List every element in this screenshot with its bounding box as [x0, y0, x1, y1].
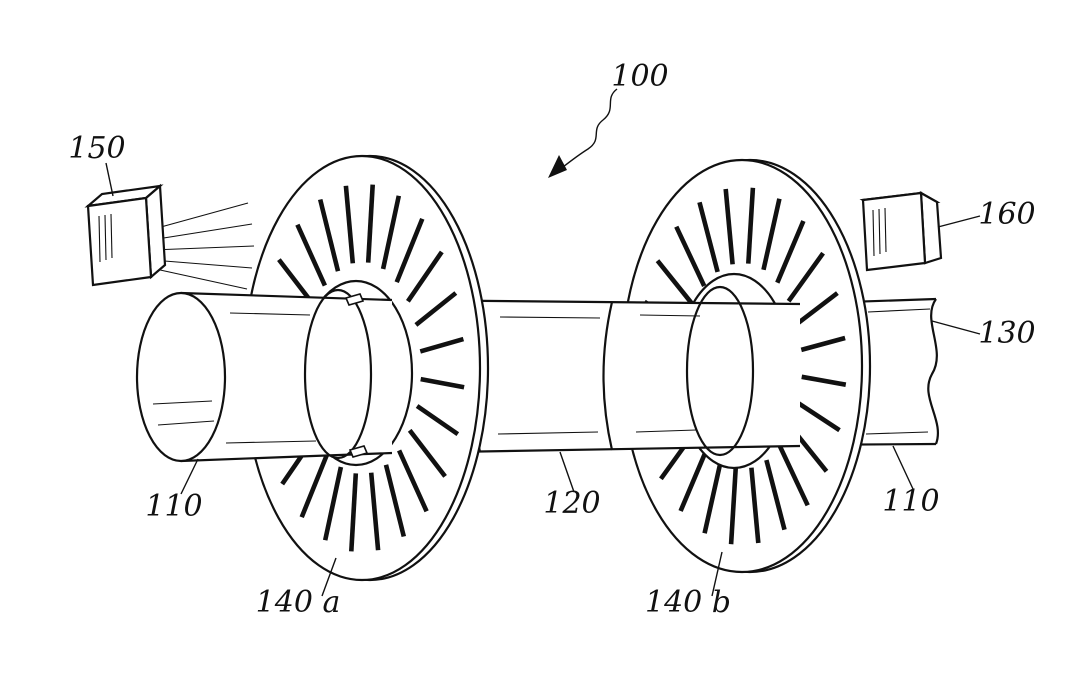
leader-160: [937, 215, 981, 228]
shaft-shading-line: [635, 429, 697, 433]
callout-labels: 100 150 160 130 110 120 110 140 a 140 b: [68, 59, 1035, 620]
disk-slot-mark: [365, 184, 375, 263]
disk-slot-mark: [800, 335, 846, 353]
shaft-left-body: [181, 293, 392, 461]
shaft-seam-line: [602, 301, 614, 451]
shaft-shading-line: [152, 400, 213, 405]
disk-slot-mark: [775, 220, 806, 284]
disk-slot-mark: [655, 259, 696, 307]
disk-slot-mark: [796, 400, 841, 433]
leader-140a: [321, 557, 337, 597]
hub-tab-top: [344, 293, 365, 306]
disk-slot-mark: [383, 464, 407, 538]
shaft-shading-line: [867, 308, 931, 313]
disk-slot-mark: [697, 201, 720, 273]
shaft-middle-body: [392, 300, 800, 453]
sensor-light-rays: [149, 202, 255, 290]
shaft-shading-line: [497, 431, 599, 435]
shaft-shading-line: [499, 316, 601, 319]
disk-slot-mark: [746, 187, 756, 264]
shaft-shading-line: [229, 312, 311, 316]
sensor-left-hatch: [98, 213, 113, 263]
disk-slot-mark: [777, 445, 810, 507]
leader-140b: [711, 551, 723, 597]
leader-110-left: [180, 458, 199, 495]
shaft-break-line: [927, 298, 939, 445]
sensor-left: [84, 183, 255, 290]
disk-slot-mark: [415, 404, 460, 436]
disk-slot-mark: [702, 461, 723, 534]
disk-slot-mark: [299, 452, 330, 519]
leader-120: [559, 451, 575, 493]
disk-slot-mark: [394, 217, 425, 284]
disk-slot-mark: [295, 223, 327, 287]
callout-140b: 140 b: [645, 585, 731, 620]
disk-slot-mark: [678, 448, 709, 512]
disk-slot-mark: [419, 336, 465, 354]
sensor-right-hatch: [872, 207, 887, 257]
disk-slot-mark: [786, 251, 825, 303]
disk-slot-mark: [414, 291, 458, 327]
leader-130: [931, 320, 981, 335]
disk-slot-mark: [761, 198, 782, 271]
shaft-left-segment: [135, 291, 393, 463]
disk-slot-mark: [749, 467, 761, 544]
shaft-shading-line: [157, 420, 215, 426]
callout-110-left: 110: [145, 489, 202, 524]
leader-110-right: [892, 445, 914, 490]
disk-slot-mark: [795, 291, 839, 326]
disk-slot-mark: [349, 473, 359, 552]
shaft-shading-line: [639, 314, 701, 317]
shaft-shading-line: [225, 440, 317, 444]
shaft-shading-line: [865, 431, 929, 435]
callout-110-right: 110: [882, 484, 939, 519]
leader-lines: [105, 88, 981, 597]
disk-slot-mark: [728, 468, 738, 545]
callout-100: 100: [611, 59, 668, 94]
hub-collar-left: [303, 288, 373, 460]
hub-collar-left-rim: [303, 288, 373, 460]
disk-slot-mark: [343, 185, 356, 264]
disk-slot-mark: [764, 459, 787, 531]
disk-slot-mark: [322, 466, 344, 541]
disk-slot-mark: [674, 225, 707, 287]
disk-slot-mark: [397, 449, 429, 513]
shaft-middle-segment: [391, 298, 801, 455]
callout-150: 150: [68, 131, 125, 166]
disk-slot-mark: [801, 374, 847, 387]
disk-slot-mark: [368, 472, 381, 551]
disk-slot-mark: [317, 198, 341, 272]
callout-140a: 140 a: [256, 585, 341, 620]
disk-slot-mark: [407, 428, 447, 478]
assembly-arrowhead: [548, 155, 567, 178]
leader-150: [105, 162, 114, 197]
sensor-left-front-face: [86, 196, 153, 287]
callout-120: 120: [543, 486, 600, 521]
hub-collar-right: [685, 285, 755, 457]
assembly-arrow-squiggle: [562, 88, 618, 168]
disk-slot-mark: [723, 188, 735, 265]
shaft-left-end-face: [135, 291, 227, 463]
disk-slot-mark: [420, 376, 465, 390]
sensor-right: [859, 191, 943, 272]
hub-tab-bottom: [348, 445, 369, 458]
sensor-right-front-face: [861, 191, 927, 272]
disk-slot-mark: [380, 195, 402, 270]
callout-160: 160: [978, 197, 1035, 232]
disk-slot-mark: [406, 250, 444, 303]
callout-130: 130: [978, 316, 1035, 351]
